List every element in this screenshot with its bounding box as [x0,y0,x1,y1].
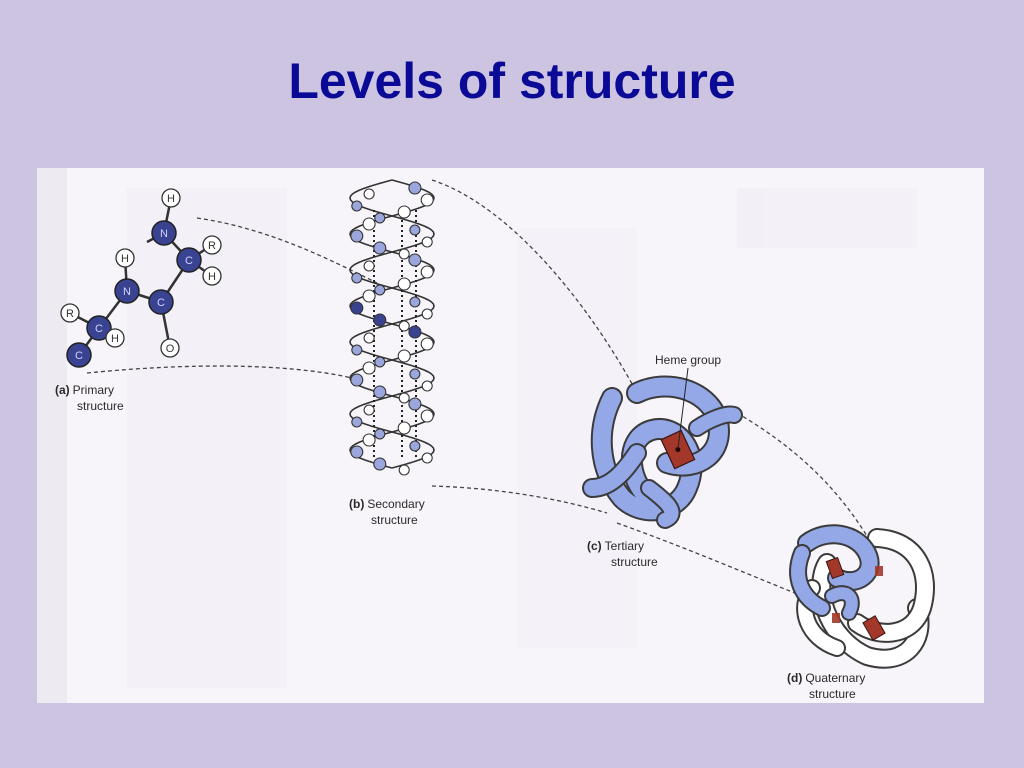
primary-structure-molecule: C C N C C N R H [60,188,222,368]
helix-atom [398,320,410,332]
atom-carbon-1: C [66,342,92,368]
atom-carbon-3: C [148,289,174,315]
atom-hydrogen-2: H [115,248,135,268]
svg-text:H: H [121,253,129,265]
svg-text:C: C [157,297,165,309]
connector-secondary-bottom [431,485,608,514]
helix-atom [421,236,433,248]
helix-atom [374,284,386,296]
helix-atom [408,181,422,195]
helix-atom [362,433,376,447]
helix-atom [363,188,375,200]
label-primary-structure: (a)Primary structure [55,383,124,413]
helix-atom [398,392,410,404]
helix-atom [362,289,376,303]
svg-text:N: N [123,286,131,298]
helix-atom [409,296,421,308]
svg-text:C: C [75,350,83,362]
atom-carbon-4: C [176,247,202,273]
helix-atom [350,373,364,387]
svg-text:structure: structure [809,687,856,701]
helix-atom [362,217,376,231]
tertiary-structure-ribbon [582,367,743,529]
atom-hydrogen-1: H [105,328,125,348]
svg-text:structure: structure [611,555,658,569]
helix-atom [409,440,421,452]
helix-atom [397,277,411,291]
helix-atom [409,224,421,236]
helix-atom [397,205,411,219]
helix-atom [363,404,375,416]
helix-atom [420,265,434,279]
label-tertiary-structure: (c)Tertiary structure [587,539,658,569]
helix-atom [373,385,387,399]
heme-icon [660,429,696,470]
svg-text:O: O [166,343,175,355]
label-secondary-structure: (b)Secondary structure [349,497,425,527]
svg-text:(d)Quaternary: (d)Quaternary [787,671,865,685]
helix-atom [374,212,386,224]
helix-atom [363,332,375,344]
svg-text:C: C [95,323,103,335]
helix-atom [351,200,363,212]
helix-atom [398,464,410,476]
atom-nitrogen-1: N [114,278,140,304]
helix-atom [351,272,363,284]
helix-atom [397,421,411,435]
helix-atom [408,397,422,411]
helix-atom [408,253,422,267]
slide-title: Levels of structure [288,53,736,109]
background-texture [37,168,917,703]
connector-secondary-top [431,179,638,394]
atom-r-group-1: R [60,303,80,323]
quaternary-structure-complex [789,524,935,669]
secondary-structure-helix [349,179,435,476]
helix-atom [420,337,434,351]
svg-text:C: C [185,255,193,267]
helix-atom [421,308,433,320]
helix-atom [373,457,387,471]
helix-atom [398,248,410,260]
svg-text:H: H [208,271,216,283]
atom-hydrogen-4: H [161,188,181,208]
helix-atom [374,356,386,368]
svg-text:H: H [167,193,175,205]
svg-text:R: R [208,240,216,252]
svg-text:H: H [111,333,119,345]
helix-atom [420,409,434,423]
helix-atom [421,380,433,392]
helix-atom [420,193,434,207]
helix-atom [350,229,364,243]
helix-atom [397,349,411,363]
atom-nitrogen-2: N [151,220,177,246]
protein-structure-figure: C C N C C N R H [37,168,984,703]
svg-text:(a)Primary: (a)Primary [55,383,114,397]
svg-text:structure: structure [77,399,124,413]
helix-atom [374,428,386,440]
helix-atom [373,313,387,327]
atom-carbon-2: C [86,315,112,341]
helix-atom [408,325,422,339]
label-heme-group: Heme group [655,353,721,367]
atom-r-group-2: R [202,235,222,255]
helix-atom [373,241,387,255]
helix-atom [351,416,363,428]
helix-atom [350,445,364,459]
connector-tertiary-top [736,412,868,537]
helix-atom [350,301,364,315]
helix-atom [351,344,363,356]
svg-text:structure: structure [371,513,418,527]
svg-text:(b)Secondary: (b)Secondary [349,497,425,511]
atom-hydrogen-3: H [202,266,222,286]
helix-atom [363,260,375,272]
atom-oxygen-1: O [160,338,180,358]
connector-primary-bottom [86,365,353,379]
helix-atom [421,452,433,464]
svg-text:N: N [160,228,168,240]
svg-text:(c)Tertiary: (c)Tertiary [587,539,644,553]
svg-text:R: R [66,308,74,320]
helix-atom [362,361,376,375]
label-quaternary-structure: (d)Quaternary structure [787,671,865,701]
helix-atom [409,368,421,380]
